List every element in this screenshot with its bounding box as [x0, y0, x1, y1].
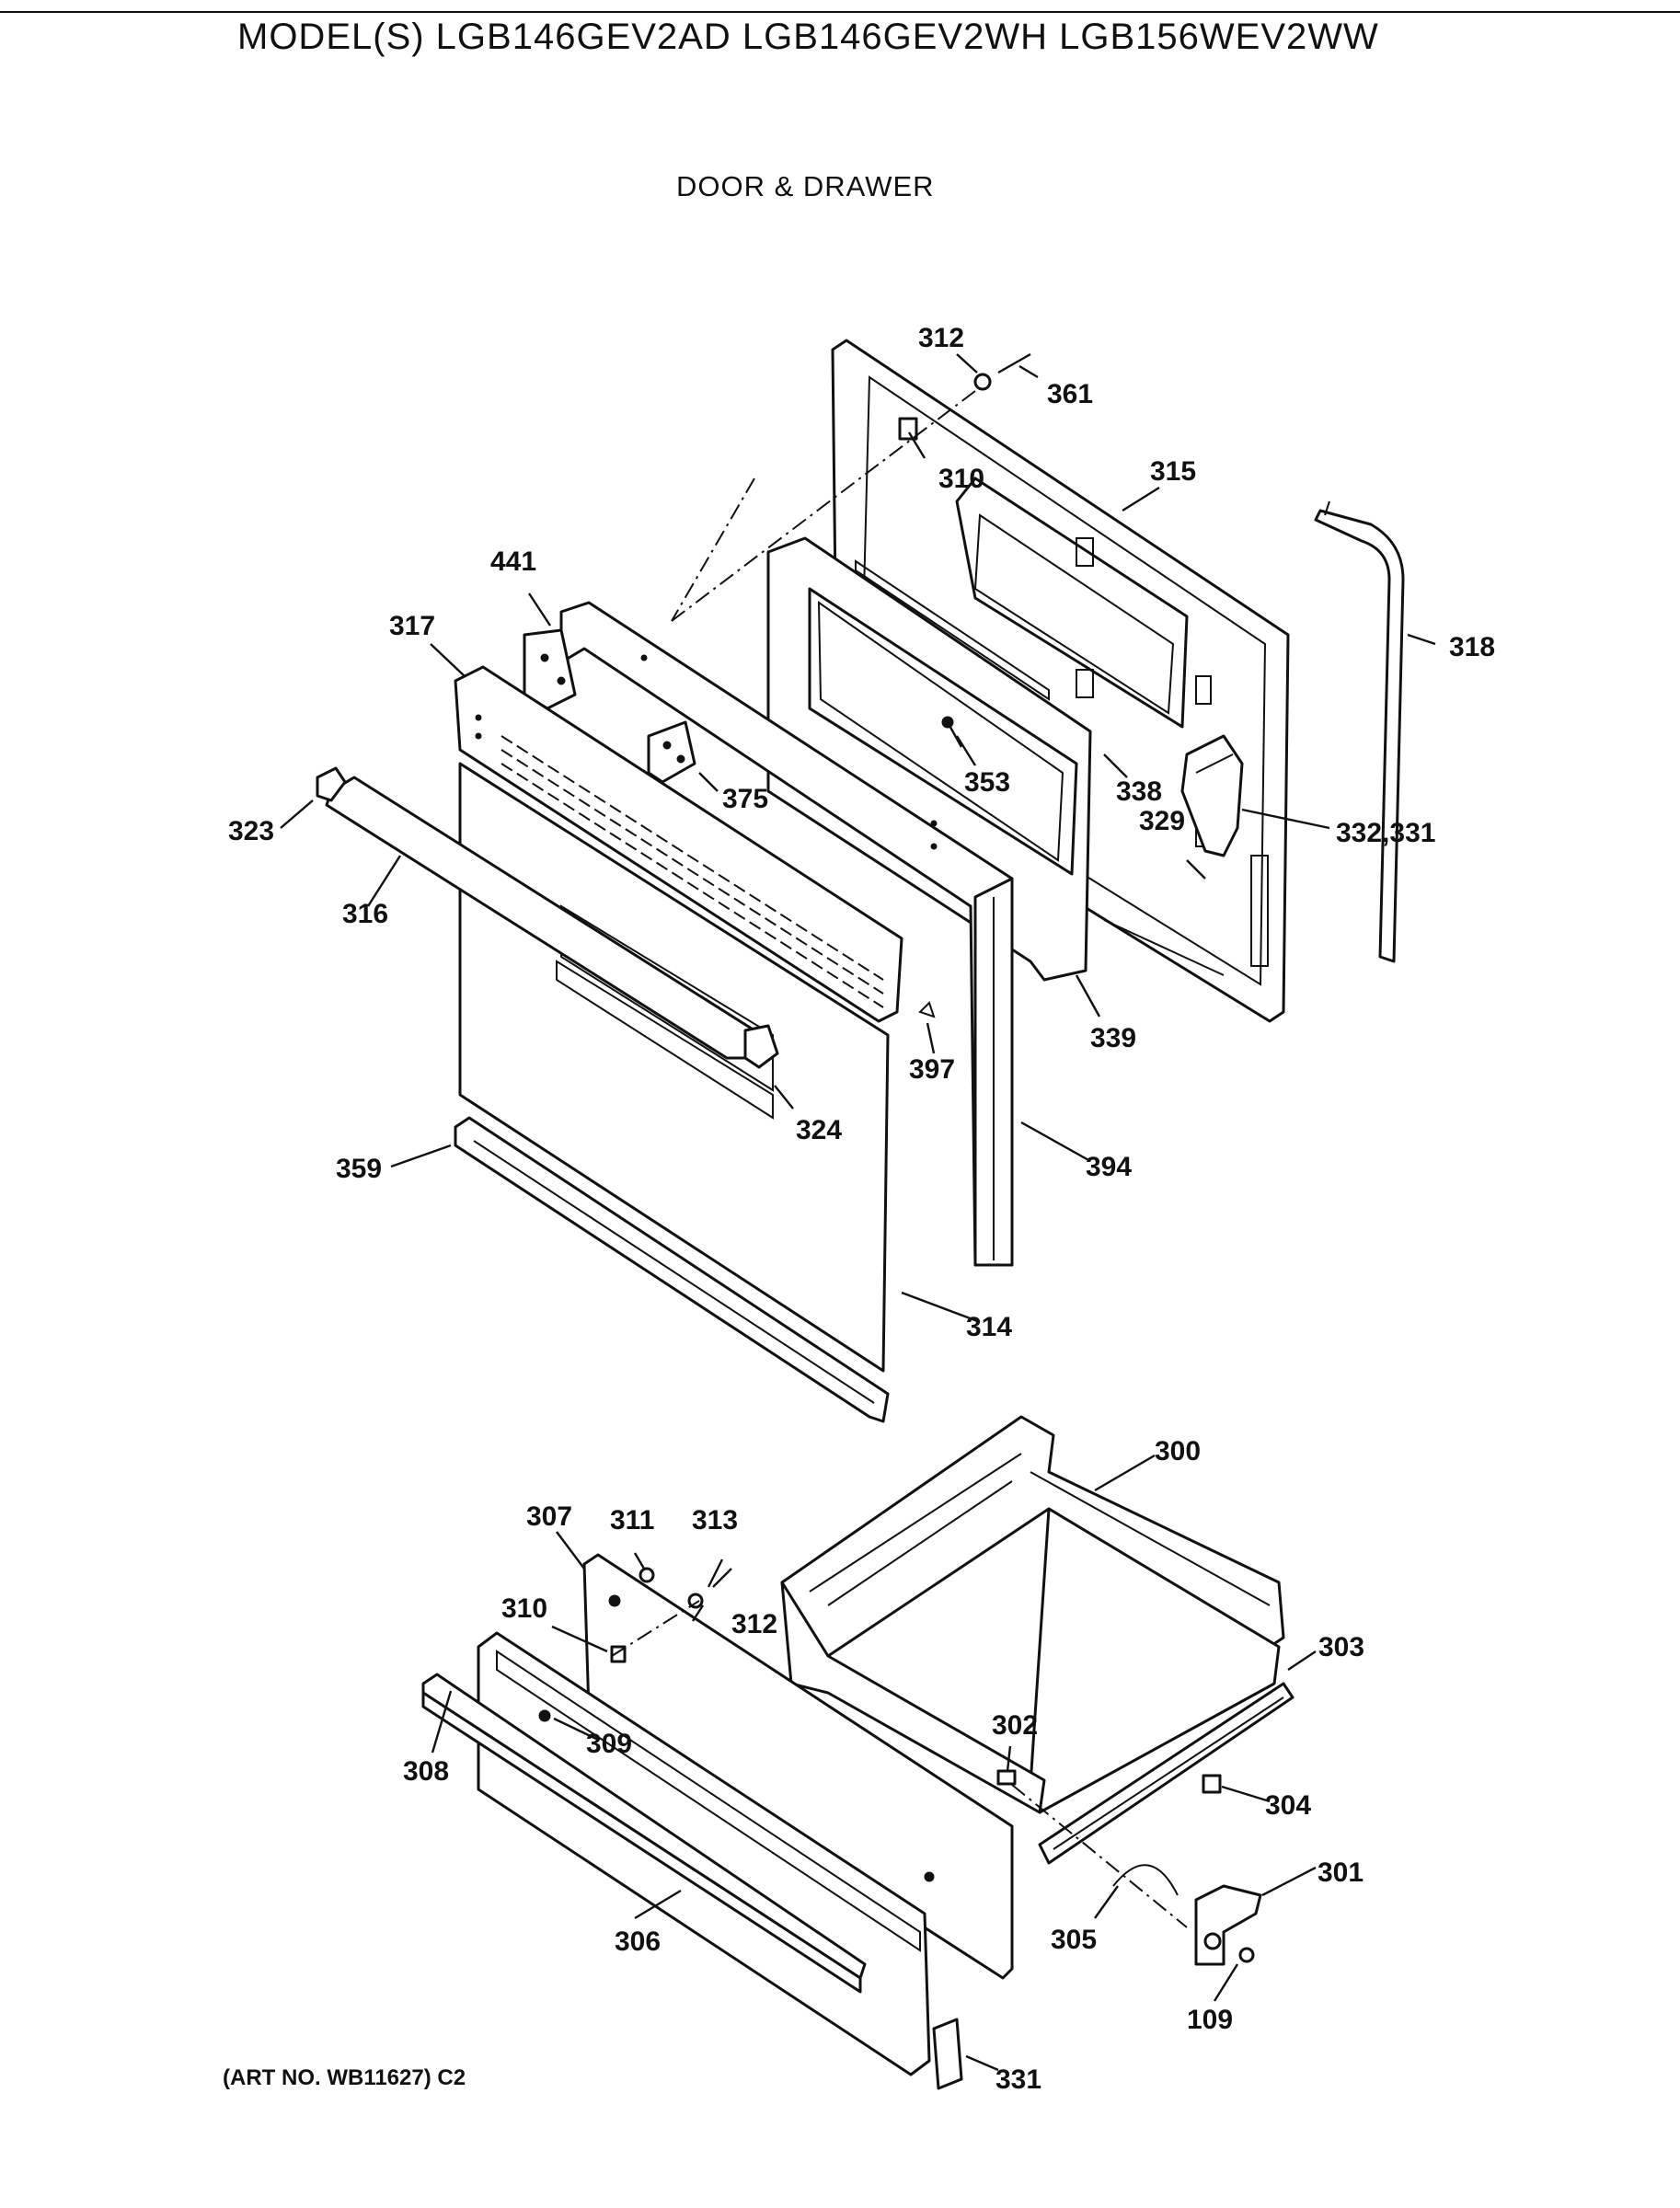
top-fasteners [671, 352, 1031, 622]
model-title: MODEL(S) LGB146GEV2AD LGB146GEV2WH LGB15… [237, 17, 1379, 57]
label-310-drawer: 310 [501, 1593, 547, 1624]
label-316: 316 [342, 899, 388, 929]
label-312: 312 [918, 323, 964, 353]
label-313: 313 [692, 1505, 738, 1535]
drawer-spring [1112, 1864, 1179, 1896]
part-number-labels: 312 361 310 315 318 441 317 375 353 338 … [228, 323, 1495, 2095]
label-361: 361 [1047, 379, 1093, 409]
label-315: 315 [1150, 456, 1196, 487]
label-375: 375 [722, 784, 768, 814]
door-hinge-bracket [523, 628, 577, 710]
screw-109 [1238, 1947, 1255, 1963]
label-311: 311 [610, 1505, 654, 1535]
drawer-glide-bracket [1194, 1884, 1262, 1966]
label-306: 306 [615, 1926, 661, 1957]
drawer-handle [421, 1673, 867, 1994]
drawer-fasteners [610, 1567, 1188, 1928]
label-305: 305 [1051, 1925, 1097, 1955]
label-309: 309 [586, 1729, 632, 1759]
label-317: 317 [389, 611, 435, 641]
section-title: DOOR & DRAWER [676, 170, 935, 202]
label-310: 310 [938, 464, 984, 494]
door-vent-trim [454, 665, 903, 1023]
hinge-receiver-block [1180, 734, 1244, 857]
nut-304 [1202, 1774, 1222, 1794]
hinge-plate [647, 720, 696, 784]
label-323: 323 [228, 816, 274, 846]
label-301: 301 [1318, 1857, 1364, 1888]
door-seal-strip [1314, 500, 1405, 963]
roller-pin [996, 1769, 1017, 1786]
door-bottom-trim [454, 1116, 890, 1423]
drawer-side-bracket [932, 2018, 963, 2090]
label-338: 338 [1116, 776, 1162, 807]
label-331-drawer: 331 [995, 2064, 1041, 2095]
inner-door-liner [831, 339, 1290, 1023]
clip-397 [918, 1001, 936, 1018]
label-308: 308 [403, 1756, 449, 1787]
label-300: 300 [1155, 1436, 1201, 1466]
leader-lines [280, 353, 1436, 2072]
label-339: 339 [1090, 1023, 1136, 1053]
label-332-331: 332,331 [1336, 818, 1435, 848]
label-397: 397 [909, 1054, 955, 1085]
label-312-drawer: 312 [731, 1609, 777, 1639]
label-304: 304 [1265, 1790, 1311, 1821]
outer-door-frame [559, 601, 1014, 1267]
screw-353 [941, 716, 963, 748]
label-318: 318 [1449, 632, 1495, 662]
drawer-rail [1038, 1682, 1295, 1865]
header-rule [0, 11, 1680, 13]
label-441: 441 [490, 546, 536, 577]
label-307: 307 [526, 1501, 572, 1532]
label-394: 394 [1086, 1152, 1132, 1182]
label-324: 324 [796, 1115, 842, 1145]
label-109: 109 [1187, 2005, 1233, 2035]
label-329: 329 [1139, 806, 1185, 836]
art-number: (ART NO. WB11627) C2 [223, 2065, 466, 2090]
label-314: 314 [966, 1312, 1012, 1342]
label-302: 302 [992, 1710, 1038, 1741]
door-handle [316, 766, 779, 1069]
glass-frame [766, 536, 1092, 982]
label-353: 353 [964, 767, 1010, 798]
label-359: 359 [336, 1154, 382, 1184]
label-303: 303 [1318, 1632, 1364, 1662]
